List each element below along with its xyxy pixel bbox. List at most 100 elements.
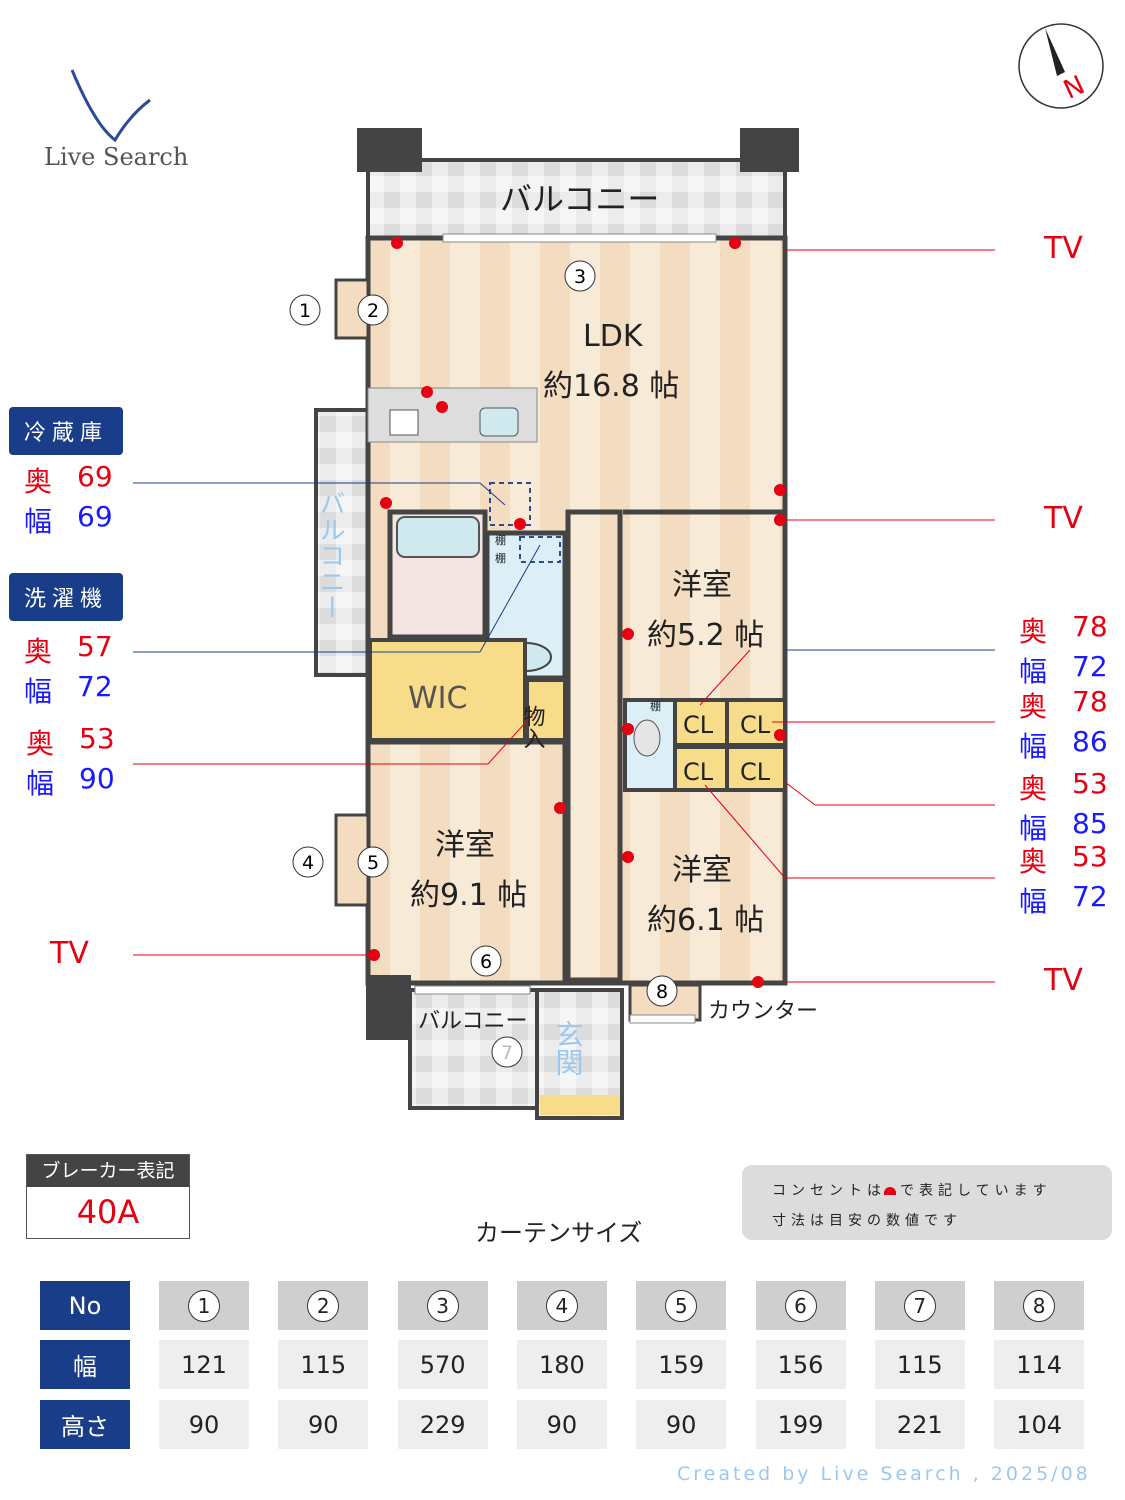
closet-depth-label: 奥 xyxy=(1019,845,1048,878)
curtain-height-cell: 229 xyxy=(397,1400,488,1449)
compass-north-icon: N xyxy=(1018,23,1104,109)
storage-depth: 53 xyxy=(79,722,115,755)
notes-line2: 寸法は目安の数値です xyxy=(772,1213,962,1229)
window-marker: 5 xyxy=(367,852,379,874)
floor-plan: バルコニー LDK 約16.8 帖 洋室 約5.2 帖 洋室 約6.1 帖 洋室… xyxy=(49,128,1083,1120)
washer-label: 洗濯機 xyxy=(9,573,123,621)
closet-width-label: 幅 xyxy=(1019,885,1048,918)
room-label: バルコニー xyxy=(315,490,345,620)
closet-depth-label: 奥 xyxy=(1019,690,1048,723)
curtain-no: 6 xyxy=(784,1289,817,1322)
fridge-width-label: 幅 xyxy=(24,505,53,538)
window-marker: 2 xyxy=(367,300,379,322)
closet-depth: 53 xyxy=(1072,840,1108,873)
curtain-no: 8 xyxy=(1023,1289,1056,1322)
closet-width: 85 xyxy=(1072,807,1108,840)
curtain-height-cell: 221 xyxy=(874,1400,965,1449)
closet-depth: 78 xyxy=(1072,685,1108,718)
washer-depth: 57 xyxy=(77,630,113,663)
washer-depth-label: 奥 xyxy=(24,635,53,668)
curtain-height-cell: 90 xyxy=(516,1400,607,1449)
room-label: カウンター xyxy=(708,999,818,1024)
curtain-height-cell: 90 xyxy=(278,1400,369,1449)
washer-width: 72 xyxy=(77,670,113,703)
closet-width-label: 幅 xyxy=(1019,655,1048,688)
logo-mark-icon xyxy=(70,69,151,143)
window-marker: 1 xyxy=(299,300,311,322)
storage-width: 90 xyxy=(79,762,115,795)
svg-text:CL: CL xyxy=(683,711,714,739)
breaker-box: ブレーカー表記 40A xyxy=(26,1154,190,1239)
logo: Live Search xyxy=(40,65,200,175)
credit: Created by Live Search , 2025/08 xyxy=(677,1463,1091,1485)
room-label: 洋室 xyxy=(435,828,495,863)
notes-box: コンセントはで表記しています 寸法は目安の数値です xyxy=(742,1165,1112,1240)
closet-width-label: 幅 xyxy=(1019,730,1048,763)
curtain-no: 5 xyxy=(665,1289,698,1322)
closet-width: 72 xyxy=(1072,650,1108,683)
curtain-width-cell: 115 xyxy=(278,1340,369,1389)
room-label: 洋室 xyxy=(672,568,732,603)
svg-text:CL: CL xyxy=(683,758,714,786)
room-label: 約16.8 帖 xyxy=(543,369,679,404)
window-marker: 7 xyxy=(501,1042,513,1064)
window-marker: 4 xyxy=(302,852,314,874)
curtain-width-cell: 156 xyxy=(755,1340,846,1389)
fridge-width: 69 xyxy=(77,500,113,533)
notes-line1b: で表記しています xyxy=(900,1183,1052,1199)
curtain-no-cell: 3 xyxy=(397,1281,488,1330)
balcony-top xyxy=(366,158,787,240)
room-label: 物入 xyxy=(520,705,546,749)
curtain-no-cell: 6 xyxy=(755,1281,846,1330)
window-marker: 8 xyxy=(656,981,668,1003)
curtain-width-cell: 180 xyxy=(516,1340,607,1389)
room-label: 約6.1 帖 xyxy=(647,903,764,938)
fridge-depth-label: 奥 xyxy=(24,465,53,498)
tv-label: TV xyxy=(1043,231,1083,266)
room-label: バルコニー xyxy=(500,180,659,218)
svg-text:CL: CL xyxy=(740,711,771,739)
curtain-width-cell: 159 xyxy=(636,1340,727,1389)
room-label: 玄関 xyxy=(552,1020,585,1076)
curtain-no-cell: 5 xyxy=(636,1281,727,1330)
curtain-no: 7 xyxy=(903,1289,936,1322)
washer-width-label: 幅 xyxy=(24,675,53,708)
closet-width: 72 xyxy=(1072,880,1108,913)
room-label: LDK xyxy=(583,319,644,354)
breaker-title: ブレーカー表記 xyxy=(27,1155,189,1187)
curtain-no-cell: 2 xyxy=(278,1281,369,1330)
storage-depth-label: 奥 xyxy=(26,727,55,760)
curtain-height-cell: 90 xyxy=(159,1400,249,1449)
notes-line1a: コンセントは xyxy=(772,1183,886,1199)
curtain-title: カーテンサイズ xyxy=(475,1219,643,1247)
closet-depth-label: 奥 xyxy=(1019,772,1048,805)
closet-width: 86 xyxy=(1072,725,1108,758)
curtain-no-cell: 4 xyxy=(516,1281,607,1330)
curtain-no: 2 xyxy=(307,1289,340,1322)
curtain-height-cell: 104 xyxy=(994,1400,1085,1449)
room-label: 洋室 xyxy=(672,853,732,888)
window-marker: 6 xyxy=(480,951,492,973)
fridge-label: 冷蔵庫 xyxy=(9,407,123,455)
room-label: 約5.2 帖 xyxy=(647,618,764,653)
outlet-icon xyxy=(884,1187,896,1195)
closet-depth-label: 奥 xyxy=(1019,615,1048,648)
svg-text:棚: 棚 xyxy=(650,699,661,713)
curtain-no-cell: 1 xyxy=(159,1281,249,1330)
curtain-no-cell: 7 xyxy=(874,1281,965,1330)
row-header-height: 高さ xyxy=(40,1400,130,1449)
curtain-no: 1 xyxy=(188,1289,220,1322)
curtain-width-cell: 114 xyxy=(994,1340,1085,1389)
curtain-no: 3 xyxy=(426,1289,459,1322)
curtain-height-cell: 199 xyxy=(755,1400,846,1449)
closet-width-label: 幅 xyxy=(1019,812,1048,845)
row-header-width: 幅 xyxy=(40,1340,130,1389)
tv-label: TV xyxy=(49,936,89,971)
storage-width-label: 幅 xyxy=(26,767,55,800)
logo-text: Live Search xyxy=(44,143,189,171)
breaker-value: 40A xyxy=(76,1193,140,1231)
closet-depth: 53 xyxy=(1072,767,1108,800)
closet-depth: 78 xyxy=(1072,610,1108,643)
svg-text:CL: CL xyxy=(740,758,771,786)
room-label: 約9.1 帖 xyxy=(410,878,527,913)
